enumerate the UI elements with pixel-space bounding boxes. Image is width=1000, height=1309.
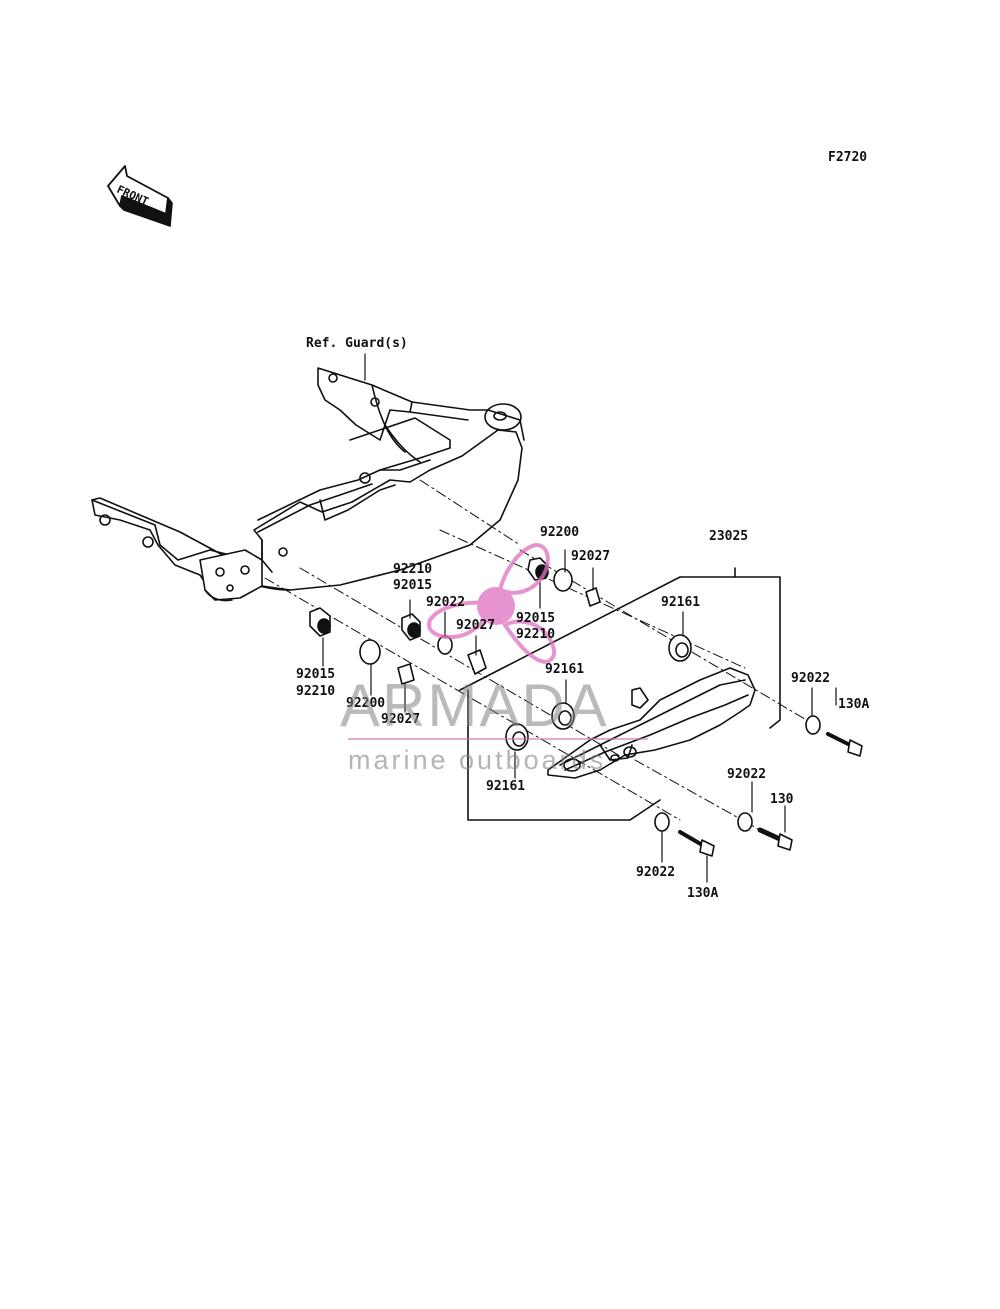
washer-92200 xyxy=(553,568,573,592)
part-label-92210: 92210 xyxy=(393,562,433,577)
part-label-92015: 92015 xyxy=(296,667,336,682)
part-label-92200: 92200 xyxy=(540,525,580,540)
figure-code: F2720 xyxy=(828,150,868,165)
part-label-92022: 92022 xyxy=(791,671,831,686)
part-label-92161: 92161 xyxy=(661,595,701,610)
part-label-23025: 23025 xyxy=(709,529,749,544)
part-label-92027: 92027 xyxy=(571,549,611,564)
part-label-92022: 92022 xyxy=(426,595,466,610)
bolt-130 xyxy=(757,827,793,851)
part-label-92161: 92161 xyxy=(486,779,526,794)
part-label-92210: 92210 xyxy=(296,684,336,699)
leader-lines xyxy=(322,353,837,883)
part-label-92027: 92027 xyxy=(456,618,496,633)
part-label-130A: 130A xyxy=(687,886,719,901)
part-label-92022: 92022 xyxy=(636,865,676,880)
bushing-92161-mid xyxy=(551,702,575,730)
washer-92022-right xyxy=(805,715,821,735)
collar-92015-left xyxy=(401,613,421,641)
part-label-130A: 130A xyxy=(838,697,870,712)
washer-92022-lower-right xyxy=(737,812,753,832)
reference-label: Ref. Guard(s) xyxy=(306,336,408,351)
part-label-92161: 92161 xyxy=(545,662,585,677)
watermark-subtitle: marine outboards xyxy=(348,745,607,775)
part-label-92210: 92210 xyxy=(516,627,556,642)
bolt-130A-right xyxy=(826,732,863,757)
assembly-bracket-23025 xyxy=(459,567,781,821)
front-arrow-icon xyxy=(107,165,173,227)
bolt-130A-bottom xyxy=(678,830,715,857)
sleeve-92027 xyxy=(585,587,601,607)
part-label-92200: 92200 xyxy=(346,696,386,711)
part-label-92022: 92022 xyxy=(727,767,767,782)
part-label-92027: 92027 xyxy=(381,712,421,727)
part-label-92015: 92015 xyxy=(516,611,556,626)
bushing-92161-upper xyxy=(668,634,692,662)
part-label-92015: 92015 xyxy=(393,578,433,593)
sleeve-92027-bottom xyxy=(397,663,415,685)
part-label-130: 130 xyxy=(770,792,794,807)
collar-92015-bottom xyxy=(309,607,331,637)
flap-part xyxy=(547,667,756,779)
sleeve-92027-mid xyxy=(467,649,487,675)
watermark-title: ARMADA xyxy=(340,672,609,739)
guard-frame xyxy=(91,367,525,602)
watermark-rule xyxy=(348,738,648,740)
washer-92200-bottom xyxy=(359,639,381,665)
propeller-logo-icon xyxy=(427,542,556,665)
washer-92022-bottom xyxy=(654,812,670,832)
